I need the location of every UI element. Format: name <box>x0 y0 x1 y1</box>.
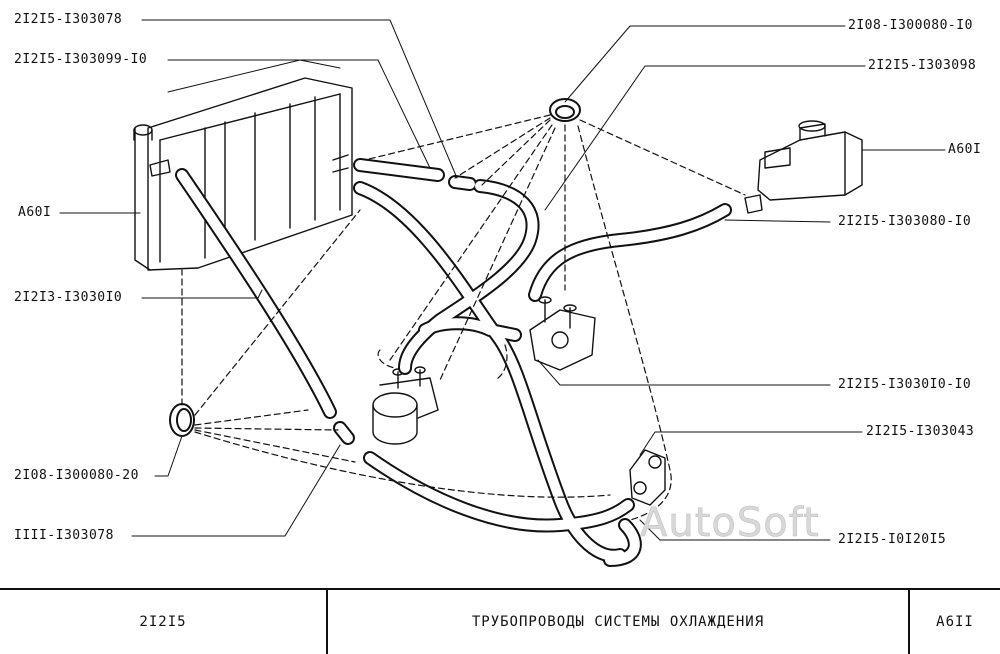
thermostat-housing <box>529 296 596 371</box>
oil-filter <box>372 366 439 445</box>
hose-clamp-left <box>169 403 195 437</box>
label-2i2i5-i303098: 2I2I5-I303098 <box>868 58 977 73</box>
label-a60i-right: A60I <box>948 142 982 157</box>
heater-valve <box>629 449 666 506</box>
label-2i2i5-i303078: 2I2I5-I303078 <box>14 12 123 27</box>
label-2i2i5-i303080-i0: 2I2I5-I303080-I0 <box>838 214 972 229</box>
label-iiii-i303078: IIII-I303078 <box>14 528 114 543</box>
label-a60i-left: A60I <box>18 205 52 220</box>
drawing-title: ТРУБОПРОВОДЫ СИСТЕМЫ ОХЛАЖДЕНИЯ <box>471 614 765 630</box>
divider <box>326 590 328 654</box>
watermark-autosoft: AutoSoft <box>640 500 820 547</box>
label-2i2i5-i303043: 2I2I5-I303043 <box>866 424 975 439</box>
label-2i2i3-i3030i0: 2I2I3-I3030I0 <box>14 290 123 305</box>
hoses <box>175 158 732 567</box>
sheet-code: A6II <box>936 614 974 630</box>
title-block: 2I2I5 ТРУБОПРОВОДЫ СИСТЕМЫ ОХЛАЖДЕНИЯ A6… <box>0 588 1000 654</box>
label-2i2i5-i3030i0-i0: 2I2I5-I3030I0-I0 <box>838 377 972 392</box>
radiator <box>133 59 353 271</box>
cooling-pipes-diagram <box>59 19 946 567</box>
label-2i08-i300080-20: 2I08-I300080-20 <box>14 468 139 483</box>
expansion-tank <box>744 120 863 214</box>
hose-clamp-top <box>549 98 581 122</box>
divider <box>908 590 910 654</box>
label-2i2i5-i0i20i5: 2I2I5-I0I20I5 <box>838 532 947 547</box>
model-code: 2I2I5 <box>139 614 187 630</box>
leader-lines <box>59 19 946 541</box>
assembly-lines <box>181 114 746 521</box>
label-2i08-i300080-i0: 2I08-I300080-I0 <box>848 18 973 33</box>
label-2i2i5-i303099-i0: 2I2I5-I303099-I0 <box>14 52 148 67</box>
